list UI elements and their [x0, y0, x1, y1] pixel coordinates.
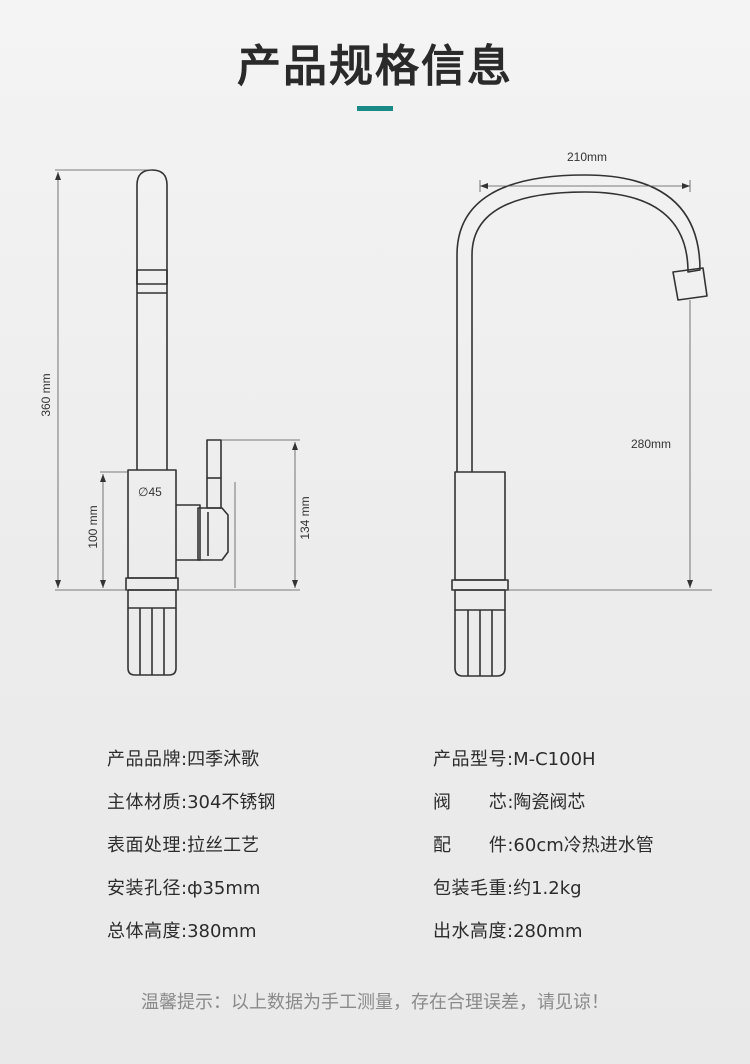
page-title: 产品规格信息: [237, 41, 513, 92]
dim-handle-height: 134 mm: [298, 496, 312, 539]
spec-right-1: 阀 芯:陶瓷阀芯: [433, 792, 586, 813]
dim-spout-width: 210mm: [567, 150, 607, 164]
measurement-note: 温馨提示：以上数据为手工测量，存在合理误差，请见谅！: [141, 992, 609, 1013]
dim-hole-diameter: ∅45: [138, 485, 162, 499]
spec-left-3: 安装孔径:ф35mm: [107, 878, 261, 899]
spec-left-2: 表面处理:拉丝工艺: [107, 835, 260, 856]
spec-right-4: 出水高度:280mm: [433, 921, 583, 942]
side-view-faucet: [125, 169, 229, 676]
title-underline: [357, 106, 393, 111]
spec-left-4: 总体高度:380mm: [107, 921, 257, 942]
dim-spout-height: 280mm: [631, 437, 671, 451]
spec-right-3: 包装毛重:约1.2kg: [433, 878, 582, 899]
dim-total-height: 360 mm: [39, 373, 53, 416]
faucet-drawings: 360 mm 100 mm 134 mm ∅45 210mm 280mm: [39, 150, 712, 677]
dim-base-height: 100 mm: [86, 505, 100, 548]
front-view-faucet: [451, 174, 708, 677]
spec-left-0: 产品品牌:四季沐歌: [107, 749, 260, 770]
spec-right-2: 配 件:60cm冷热进水管: [433, 835, 654, 856]
spec-right-0: 产品型号:M-C100H: [433, 749, 596, 770]
spec-left-1: 主体材质:304不锈钢: [107, 792, 276, 813]
